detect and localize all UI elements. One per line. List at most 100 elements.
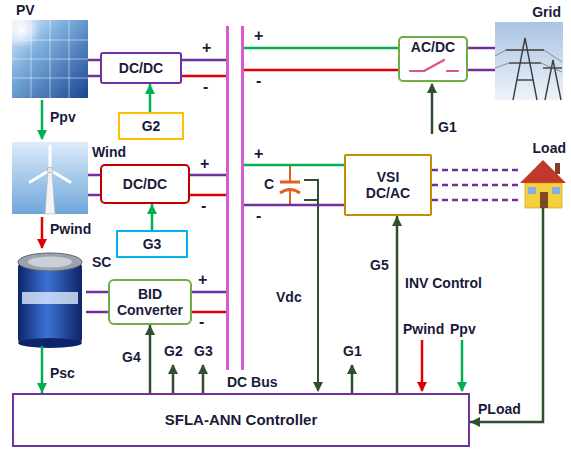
signal-label: G1 xyxy=(438,120,457,134)
terminal-sign: - xyxy=(256,208,261,224)
wind-turbine-picture xyxy=(47,167,53,173)
pwind-arrow xyxy=(41,217,44,248)
house-picture xyxy=(528,187,536,194)
box-label: VSI DC/AC xyxy=(366,169,410,201)
ac-dc-switch-symbol xyxy=(424,60,444,71)
controller-box: SFLA-ANN Controller xyxy=(12,393,470,447)
signal-label: Vdc xyxy=(276,290,302,304)
grid-towers-picture xyxy=(544,50,562,62)
connector-line xyxy=(396,216,399,393)
connector-line xyxy=(149,325,152,393)
connector-line xyxy=(88,75,100,78)
supercapacitor-picture xyxy=(22,292,78,304)
signal-arrow xyxy=(147,204,157,230)
dc-link-capacitor xyxy=(289,165,291,182)
grid-towers-picture xyxy=(513,38,537,100)
converter-box: AC/DC xyxy=(398,36,468,82)
wind-turbine: Wind xyxy=(12,142,88,214)
signal-label: INV Control xyxy=(405,276,482,290)
vdc-sense-line xyxy=(304,180,318,391)
arrow-head xyxy=(470,417,480,427)
grid-towers-picture xyxy=(517,79,533,80)
signal-arrow xyxy=(470,208,543,427)
part-label: Grid xyxy=(532,4,561,20)
box-label: AC/DC xyxy=(411,39,455,55)
signal-arrow xyxy=(392,216,402,393)
gate-signal-box: G2 xyxy=(118,112,184,140)
connector-line xyxy=(88,194,100,197)
wind-turbine-picture xyxy=(12,142,88,214)
connector-line xyxy=(190,194,226,197)
load-house: Load xyxy=(520,158,566,208)
wind-turbine-picture xyxy=(45,172,55,214)
terminal-sign: - xyxy=(256,73,261,89)
g1-arrow xyxy=(351,365,354,393)
grid-towers-picture xyxy=(541,63,562,72)
ac-dc-switch-symbol xyxy=(447,70,458,72)
arrow-head xyxy=(37,383,47,393)
g2-arrow xyxy=(172,365,175,393)
connector-line xyxy=(190,174,226,177)
power-wire xyxy=(190,175,226,195)
ac-dc-switch-symbol xyxy=(410,70,424,72)
box-label: G3 xyxy=(143,236,162,252)
wind-turbine-picture xyxy=(49,146,52,170)
grid-towers-picture xyxy=(495,22,563,100)
supercapacitor: SC xyxy=(14,250,86,346)
terminal-sign: + xyxy=(254,146,263,162)
signal-label: Ppv xyxy=(450,322,476,336)
part-label: SC xyxy=(92,254,111,270)
vdc-sense-line xyxy=(317,190,319,391)
grid-towers: Grid xyxy=(495,22,563,100)
connector-line xyxy=(432,169,520,172)
connector-line xyxy=(432,199,520,202)
gate-signal-box: G3 xyxy=(116,230,188,258)
box-label: BID Converter xyxy=(117,286,183,318)
g3-arrow xyxy=(202,365,205,393)
terminal-sign: + xyxy=(198,272,207,288)
converter-box: BID Converter xyxy=(108,279,192,325)
arrow-head xyxy=(147,204,157,214)
house-picture xyxy=(525,183,562,208)
connector-line xyxy=(468,69,495,72)
dc-link-capacitor xyxy=(280,181,300,184)
component-label: C xyxy=(264,177,274,191)
pv-panel: PV xyxy=(12,20,88,98)
grid-towers-picture xyxy=(495,50,562,72)
connector-line xyxy=(244,69,398,72)
arrow-head xyxy=(145,84,155,94)
power-wire xyxy=(88,60,100,76)
house-picture xyxy=(520,160,566,183)
signal-arrow xyxy=(145,84,155,112)
signal-label: G5 xyxy=(370,258,389,272)
terminal-sign: + xyxy=(200,156,209,172)
connector-line xyxy=(468,47,495,50)
signal-label: G3 xyxy=(194,344,213,358)
signal-label: G1 xyxy=(343,344,362,358)
ppv-arrow xyxy=(461,340,464,391)
power-wire xyxy=(192,292,226,312)
arrow-head xyxy=(145,325,155,335)
house-picture xyxy=(555,163,560,174)
connector-line xyxy=(182,75,226,78)
signal-label: PLoad xyxy=(478,402,521,416)
grid-towers-picture xyxy=(509,62,541,63)
connector-line xyxy=(244,164,344,167)
part-label: Wind xyxy=(92,144,126,160)
connector-line xyxy=(86,291,108,294)
wind-turbine-picture xyxy=(50,170,70,182)
power-wire xyxy=(86,292,108,312)
dc-link-capacitor xyxy=(289,190,291,205)
wind-turbine-picture xyxy=(12,142,88,214)
power-wire xyxy=(244,165,344,205)
power-wire xyxy=(244,48,398,70)
signal-label: G2 xyxy=(164,344,183,358)
signal-label: G4 xyxy=(122,350,141,364)
part-label: DC Bus xyxy=(227,374,278,390)
ppv-arrow xyxy=(41,100,44,139)
wind-turbine-picture xyxy=(30,146,70,182)
dc-link-capacitor xyxy=(280,165,300,205)
connector-line xyxy=(432,184,520,187)
house-picture xyxy=(552,187,560,194)
